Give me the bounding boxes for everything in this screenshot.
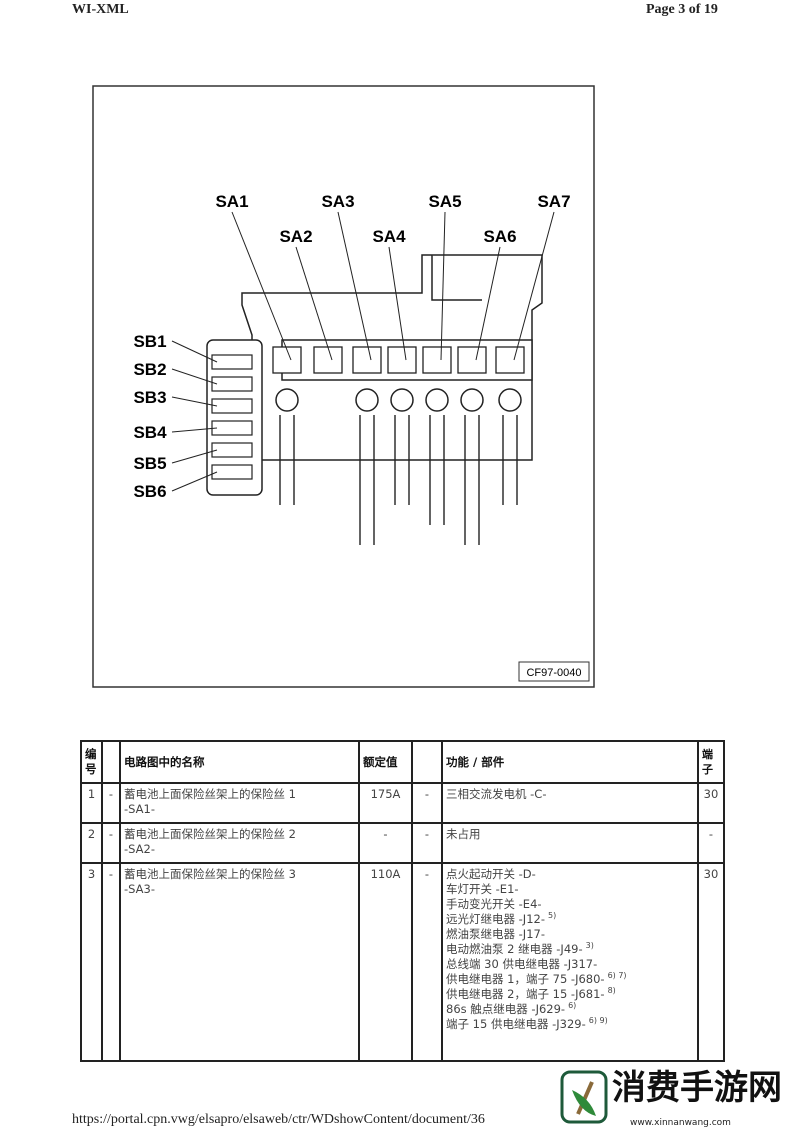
cell-terminal: - xyxy=(697,822,725,864)
label-sb6: SB6 xyxy=(133,482,166,501)
fuse-table: 编号 电路图中的名称 额定值 功能 / 部件 端子 1-蓄电池上面保险丝架上的保… xyxy=(80,740,725,1062)
watermark-site: www.xinnanwang.com xyxy=(630,1118,731,1128)
cell-dash: - xyxy=(101,822,121,864)
cable xyxy=(464,415,480,545)
function-item: 燃油泵继电器 -J17- xyxy=(446,927,545,941)
cell-terminal: 30 xyxy=(697,782,725,824)
fuse-SB6 xyxy=(211,464,253,480)
col-function: 功能 / 部件 xyxy=(441,740,699,784)
page-number: Page 3 of 19 xyxy=(646,2,718,17)
fuse-SB4 xyxy=(211,420,253,436)
bolt-icon xyxy=(275,388,299,412)
table-row: 2-蓄电池上面保险丝架上的保险丝 2-SA2---未占用- xyxy=(80,822,725,864)
label-sa2: SA2 xyxy=(279,227,312,246)
function-item: 供电继电器 1，端子 75 -J680-6) 7) xyxy=(446,971,627,986)
function-item: 电动燃油泵 2 继电器 -J49-3) xyxy=(446,941,594,956)
fuse-SB3 xyxy=(211,398,253,414)
cell-rating: 175A xyxy=(358,782,413,824)
col-name: 电路图中的名称 xyxy=(119,740,360,784)
cell-number: 1 xyxy=(80,782,103,824)
bolt-icon xyxy=(355,388,379,412)
label-sb5: SB5 xyxy=(133,454,166,473)
watermark-name: 消费手游网 xyxy=(612,1068,782,1108)
cell-dash: - xyxy=(101,862,121,1062)
label-sa7: SA7 xyxy=(537,192,570,211)
fuse-SA6 xyxy=(457,346,487,374)
watermark-icon xyxy=(560,1070,608,1124)
label-sb4: SB4 xyxy=(133,423,167,442)
function-item: 总线端 30 供电继电器 -J317- xyxy=(446,957,598,971)
fuse-SA3 xyxy=(352,346,382,374)
figure-code-box xyxy=(518,661,590,682)
fuse-box-diagram: SA1SA2SA3SA4SA5SA6SA7SB1SB2SB3SB4SB5SB6 … xyxy=(92,85,595,688)
fuse-SA1 xyxy=(272,346,302,374)
col-rating: 额定值 xyxy=(358,740,413,784)
fuse-SA7 xyxy=(495,346,525,374)
table-header-row: 编号 电路图中的名称 额定值 功能 / 部件 端子 xyxy=(80,740,725,784)
label-sa5: SA5 xyxy=(428,192,461,211)
cell-function: 点火起动开关 -D-车灯开关 -E1-手动变光开关 -E4-远光灯继电器 -J1… xyxy=(441,862,699,1062)
cell-function: 三相交流发电机 -C- xyxy=(441,782,699,824)
function-item: 车灯开关 -E1- xyxy=(446,882,519,896)
function-item: 远光灯继电器 -J12-5) xyxy=(446,911,557,926)
table-row: 1-蓄电池上面保险丝架上的保险丝 1-SA1-175A-三相交流发电机 -C-3… xyxy=(80,782,725,824)
header-title: WI-XML xyxy=(72,2,129,17)
function-item: 供电继电器 2，端子 15 -J681-8) xyxy=(446,986,616,1001)
cell-dash: - xyxy=(101,782,121,824)
col-blank2 xyxy=(411,740,443,784)
col-terminal: 端子 xyxy=(697,740,725,784)
cell-dash2: - xyxy=(411,782,443,824)
label-sb2: SB2 xyxy=(133,360,166,379)
table-row: 3-蓄电池上面保险丝架上的保险丝 3-SA3-110A-点火起动开关 -D-车灯… xyxy=(80,862,725,1062)
cell-rating: - xyxy=(358,822,413,864)
label-sa6: SA6 xyxy=(483,227,516,246)
function-item: 端子 15 供电继电器 -J329-6) 9) xyxy=(446,1016,608,1031)
cell-number: 2 xyxy=(80,822,103,864)
label-sa3: SA3 xyxy=(321,192,354,211)
label-sb1: SB1 xyxy=(133,332,166,351)
fuse-SB5 xyxy=(211,442,253,458)
figure-code: CF97-0040 xyxy=(526,667,581,679)
footer-url: https://portal.cpn.vwg/elsapro/elsaweb/c… xyxy=(72,1112,485,1127)
sb-fuses xyxy=(211,354,253,480)
fuse-SB1 xyxy=(211,354,253,370)
col-number: 编号 xyxy=(80,740,103,784)
cell-terminal: 30 xyxy=(697,862,725,1062)
bolt-icon xyxy=(390,388,414,412)
cell-rating: 110A xyxy=(358,862,413,1062)
fuse-SA5 xyxy=(422,346,452,374)
cell-number: 3 xyxy=(80,862,103,1062)
function-item: 三相交流发电机 -C- xyxy=(446,787,547,801)
cell-function: 未占用 xyxy=(441,822,699,864)
function-item: 手动变光开关 -E4- xyxy=(446,897,542,911)
fuse-terminals xyxy=(272,346,525,545)
cell-name: 蓄电池上面保险丝架上的保险丝 1-SA1- xyxy=(119,782,360,824)
label-sa1: SA1 xyxy=(215,192,248,211)
cable xyxy=(502,415,518,505)
cable xyxy=(429,415,445,525)
function-item: 86s 触点继电器 -J629-6) xyxy=(446,1001,577,1016)
fuse-SA2 xyxy=(313,346,343,374)
bolt-icon xyxy=(425,388,449,412)
col-blank xyxy=(101,740,121,784)
cable xyxy=(359,415,375,545)
label-sb3: SB3 xyxy=(133,388,166,407)
fuse-SB2 xyxy=(211,376,253,392)
label-sa4: SA4 xyxy=(372,227,406,246)
cell-dash2: - xyxy=(411,822,443,864)
function-item: 未占用 xyxy=(446,827,481,841)
cable xyxy=(279,415,295,505)
bolt-icon xyxy=(498,388,522,412)
cell-dash2: - xyxy=(411,862,443,1062)
bolt-icon xyxy=(460,388,484,412)
cell-name: 蓄电池上面保险丝架上的保险丝 2-SA2- xyxy=(119,822,360,864)
cell-name: 蓄电池上面保险丝架上的保险丝 3-SA3- xyxy=(119,862,360,1062)
function-item: 点火起动开关 -D- xyxy=(446,867,536,881)
cable xyxy=(394,415,410,505)
fuse-SA4 xyxy=(387,346,417,374)
watermark-logo: 消费手游网 www.xinnanwang.com xyxy=(560,1068,800,1132)
